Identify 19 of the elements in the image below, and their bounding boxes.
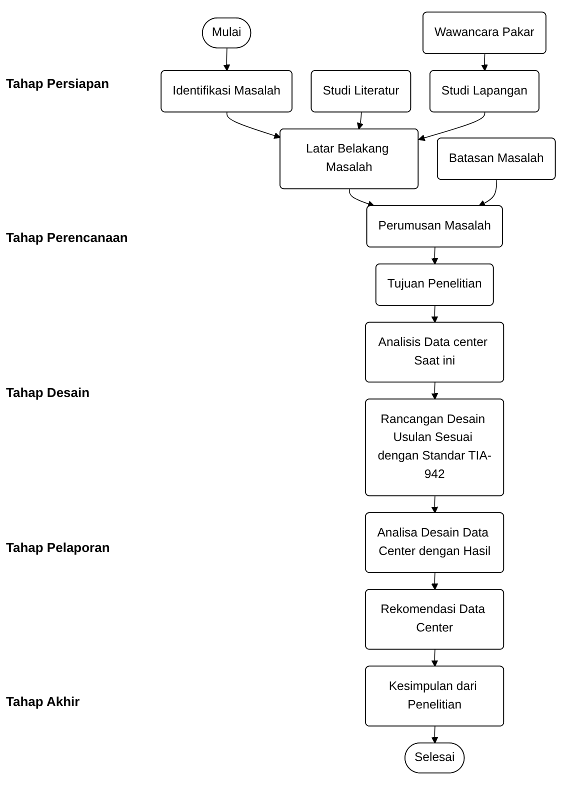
arrow xyxy=(224,48,230,72)
stage-label: Tahap Desain xyxy=(6,384,91,400)
arrow xyxy=(349,188,375,208)
arrow xyxy=(432,649,438,667)
arrow xyxy=(432,305,438,323)
arrow xyxy=(357,112,364,130)
arrow xyxy=(481,54,488,72)
arrow xyxy=(418,112,486,142)
arrow xyxy=(432,247,438,265)
arrow xyxy=(432,382,438,400)
stage-label: Tahap Akhir xyxy=(6,694,81,710)
arrow xyxy=(432,572,438,590)
arrow xyxy=(432,726,438,744)
stage-label: Tahap Persiapan xyxy=(6,76,110,91)
stage-label: Tahap Pelaporan xyxy=(6,540,111,555)
stage-label: Tahap Perencanaan xyxy=(6,230,129,246)
arrow xyxy=(432,496,438,514)
arrow xyxy=(478,179,498,206)
arrow xyxy=(226,112,281,139)
